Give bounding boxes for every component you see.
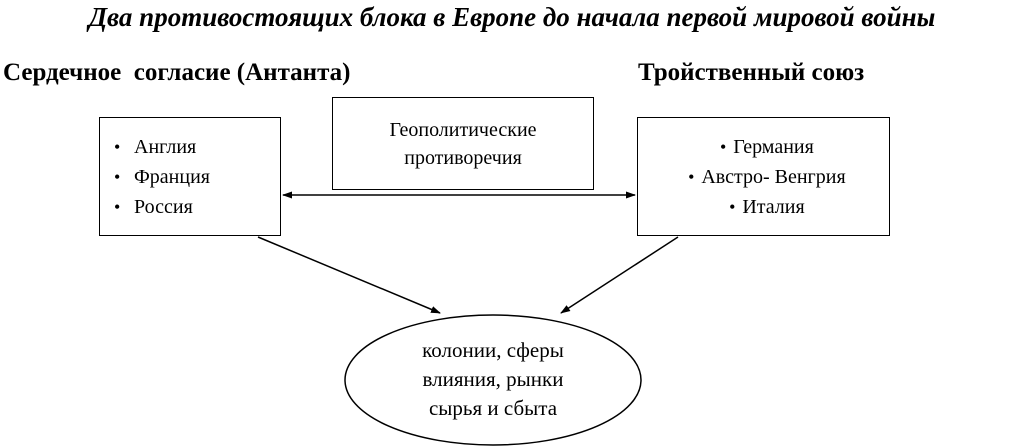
entente-heading: Сердечное согласие (Антанта) [3,59,351,86]
entente-members-box: Англия Франция Россия [99,117,281,236]
goals-line: сырья и сбыта [428,396,558,420]
entente-to-goals-arrow [257,236,441,314]
triple-alliance-members-box: Германия Австро- Венгрия Италия [637,117,890,236]
entente-member: Россия [100,192,280,222]
goals-line: колонии, сферы [422,338,564,362]
goals-text: колонии, сферы влияния, рынки сырья и сб… [368,336,618,423]
goals-ellipse [344,314,642,446]
geopolitical-conflict-label: Геополитические противоречия [389,118,537,169]
triple-alliance-heading: Тройственный союз [638,59,865,86]
alliance-member: Австро- Венгрия [638,162,889,192]
alliance-member: Германия [638,132,889,162]
alliance-member: Италия [638,192,889,222]
diagram-title: Два противостоящих блока в Европе до нач… [88,2,936,32]
entente-member: Франция [100,162,280,192]
entente-member: Англия [100,132,280,162]
alliance-to-goals-arrow [560,236,679,314]
goals-line: влияния, рынки [422,367,564,391]
geopolitical-conflict-box: Геополитические противоречия [332,97,594,190]
